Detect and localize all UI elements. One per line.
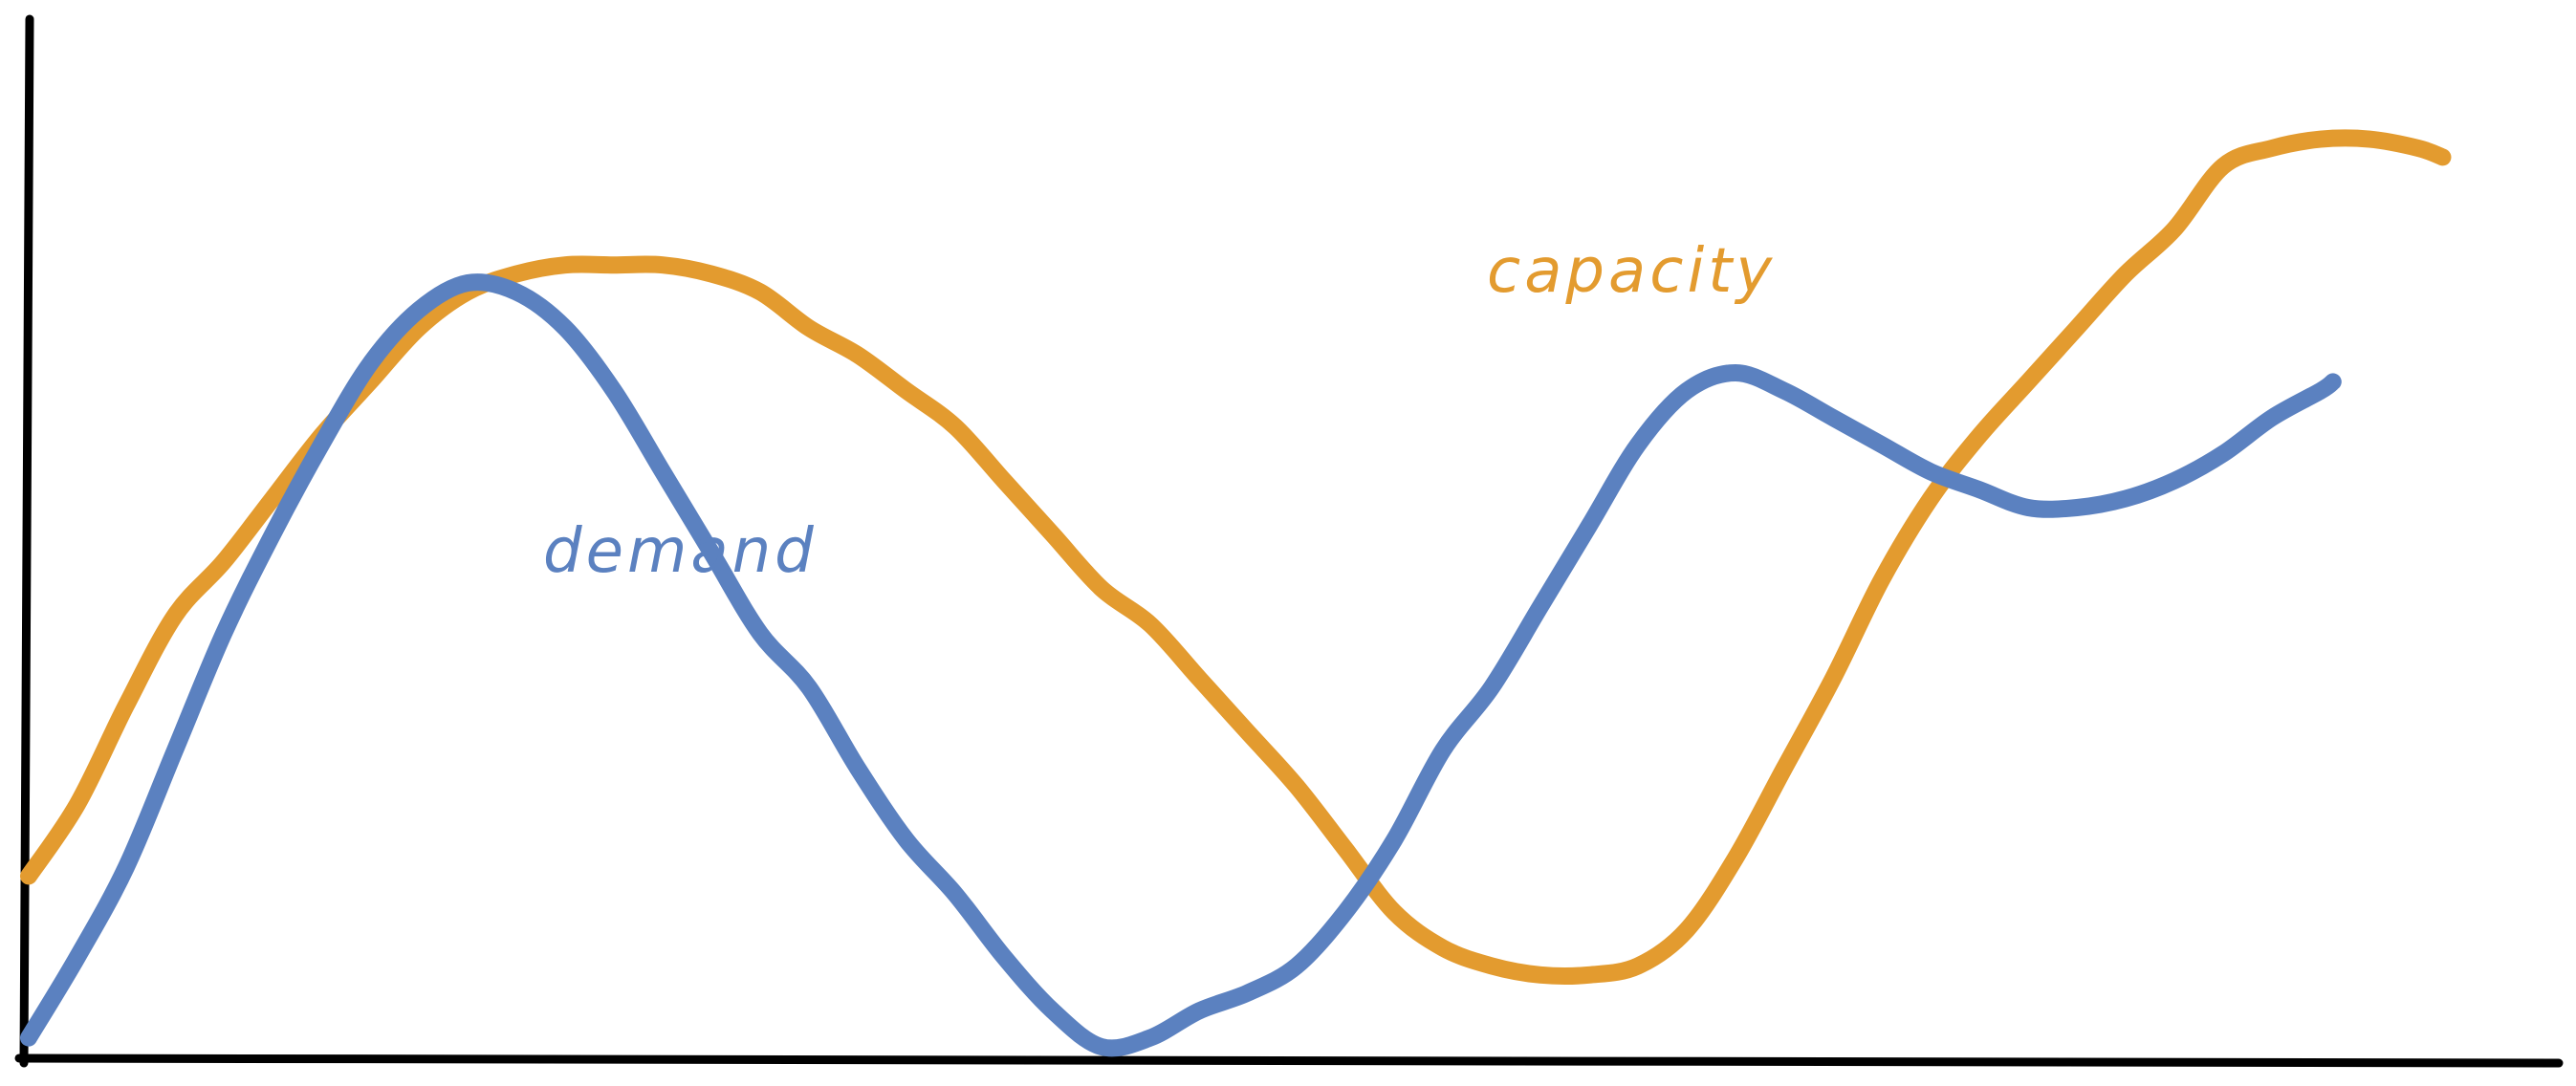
demand-label: demand [543, 516, 818, 587]
y-axis [19, 14, 34, 1068]
series-line-capacity [20, 129, 2452, 985]
series-layer [20, 129, 2452, 1057]
capacity-label: capacity [1487, 236, 1776, 307]
series-line-demand [20, 273, 2342, 1057]
x-axis [14, 1053, 2564, 1068]
